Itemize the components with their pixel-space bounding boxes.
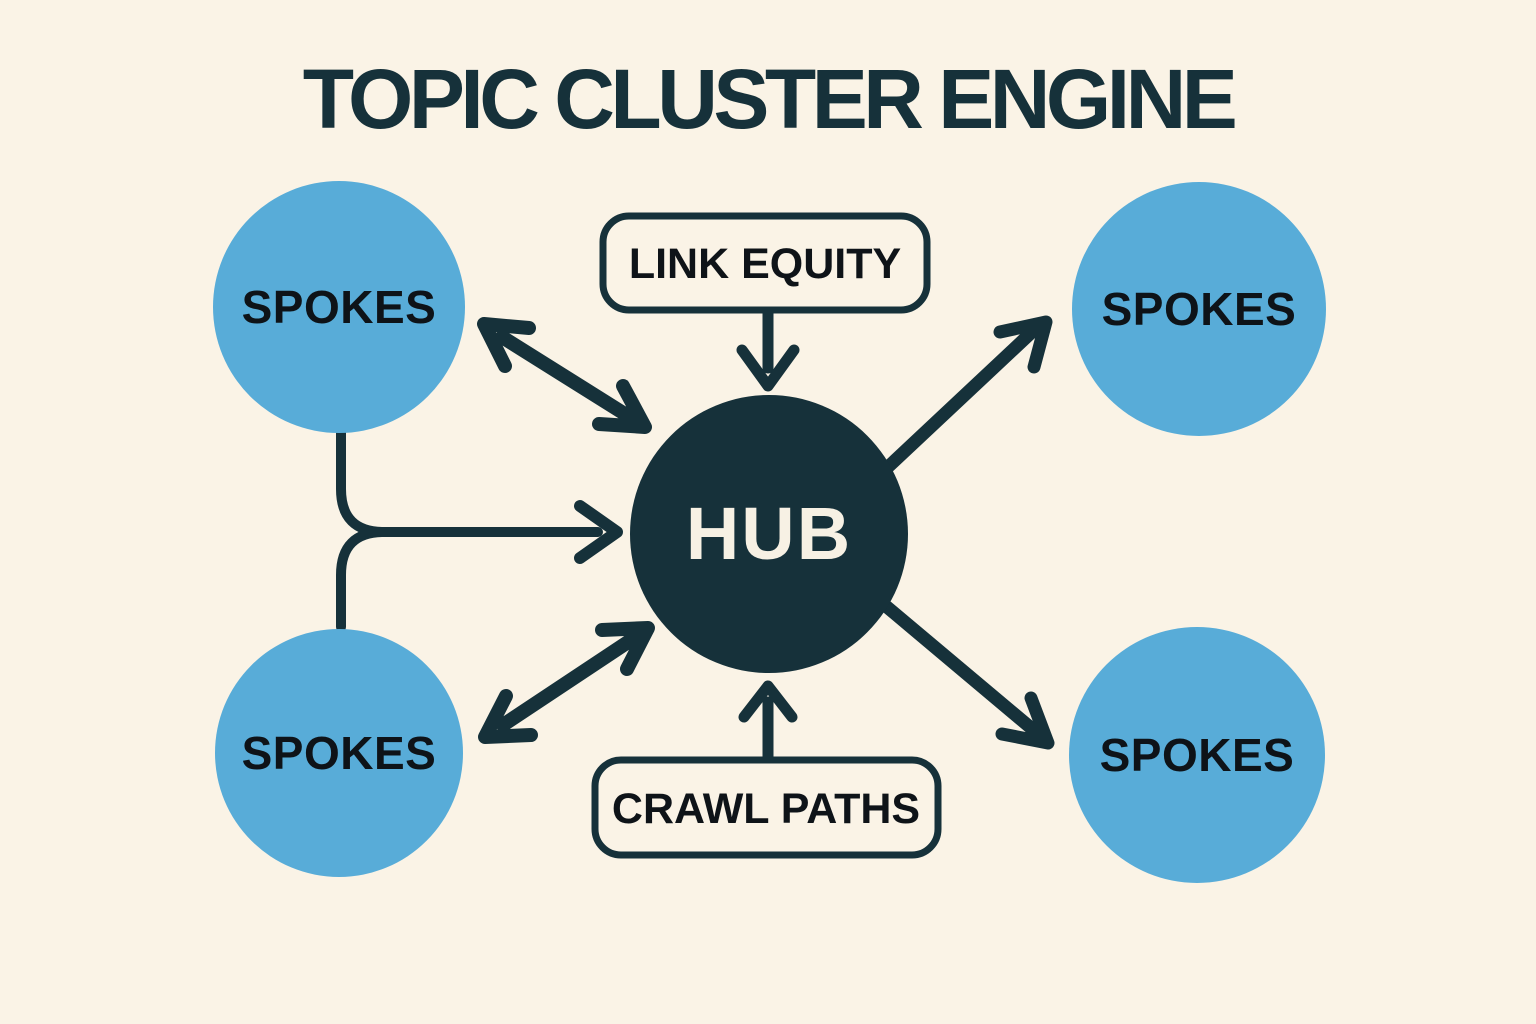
connector-arrows [336,306,1055,764]
arrow-link-equity-to-hub [736,306,800,392]
hub-node [630,395,908,673]
link-equity-box [599,212,931,314]
arrow-hub-to-top-right [881,315,1053,474]
diagram-title: TOPIC CLUSTER ENGINE [303,52,1235,146]
arrowhead-merge-to-hub [574,500,623,564]
spoke-node-top-left [213,181,465,433]
spoke-node-top-right [1072,182,1326,436]
spoke-label-top-right: SPOKES [1102,283,1297,335]
arrow-crawl-paths-to-hub [738,680,798,764]
crawl-paths-box [591,756,942,859]
crawl-paths-label: CRAWL PATHS [612,785,920,833]
arrow-hub-bottom-left-double [478,621,655,744]
arrow-hub-top-left-double [477,317,652,434]
spoke-node-bottom-right [1069,627,1325,883]
annotation-boxes: LINK EQUITY CRAWL PATHS [591,212,942,859]
spoke-label-bottom-right: SPOKES [1100,729,1295,781]
connector-left-spokes-merge [336,426,603,632]
spoke-node-bottom-left [215,629,463,877]
link-equity-label: LINK EQUITY [629,240,901,288]
spoke-label-top-left: SPOKES [242,281,437,333]
hub-label: HUB [686,492,852,575]
arrow-hub-to-bottom-right [880,600,1055,750]
hub-node-group: HUB [630,395,908,673]
spoke-nodes: SPOKES SPOKES SPOKES SPOKES [213,181,1326,883]
spoke-label-bottom-left: SPOKES [242,727,437,779]
